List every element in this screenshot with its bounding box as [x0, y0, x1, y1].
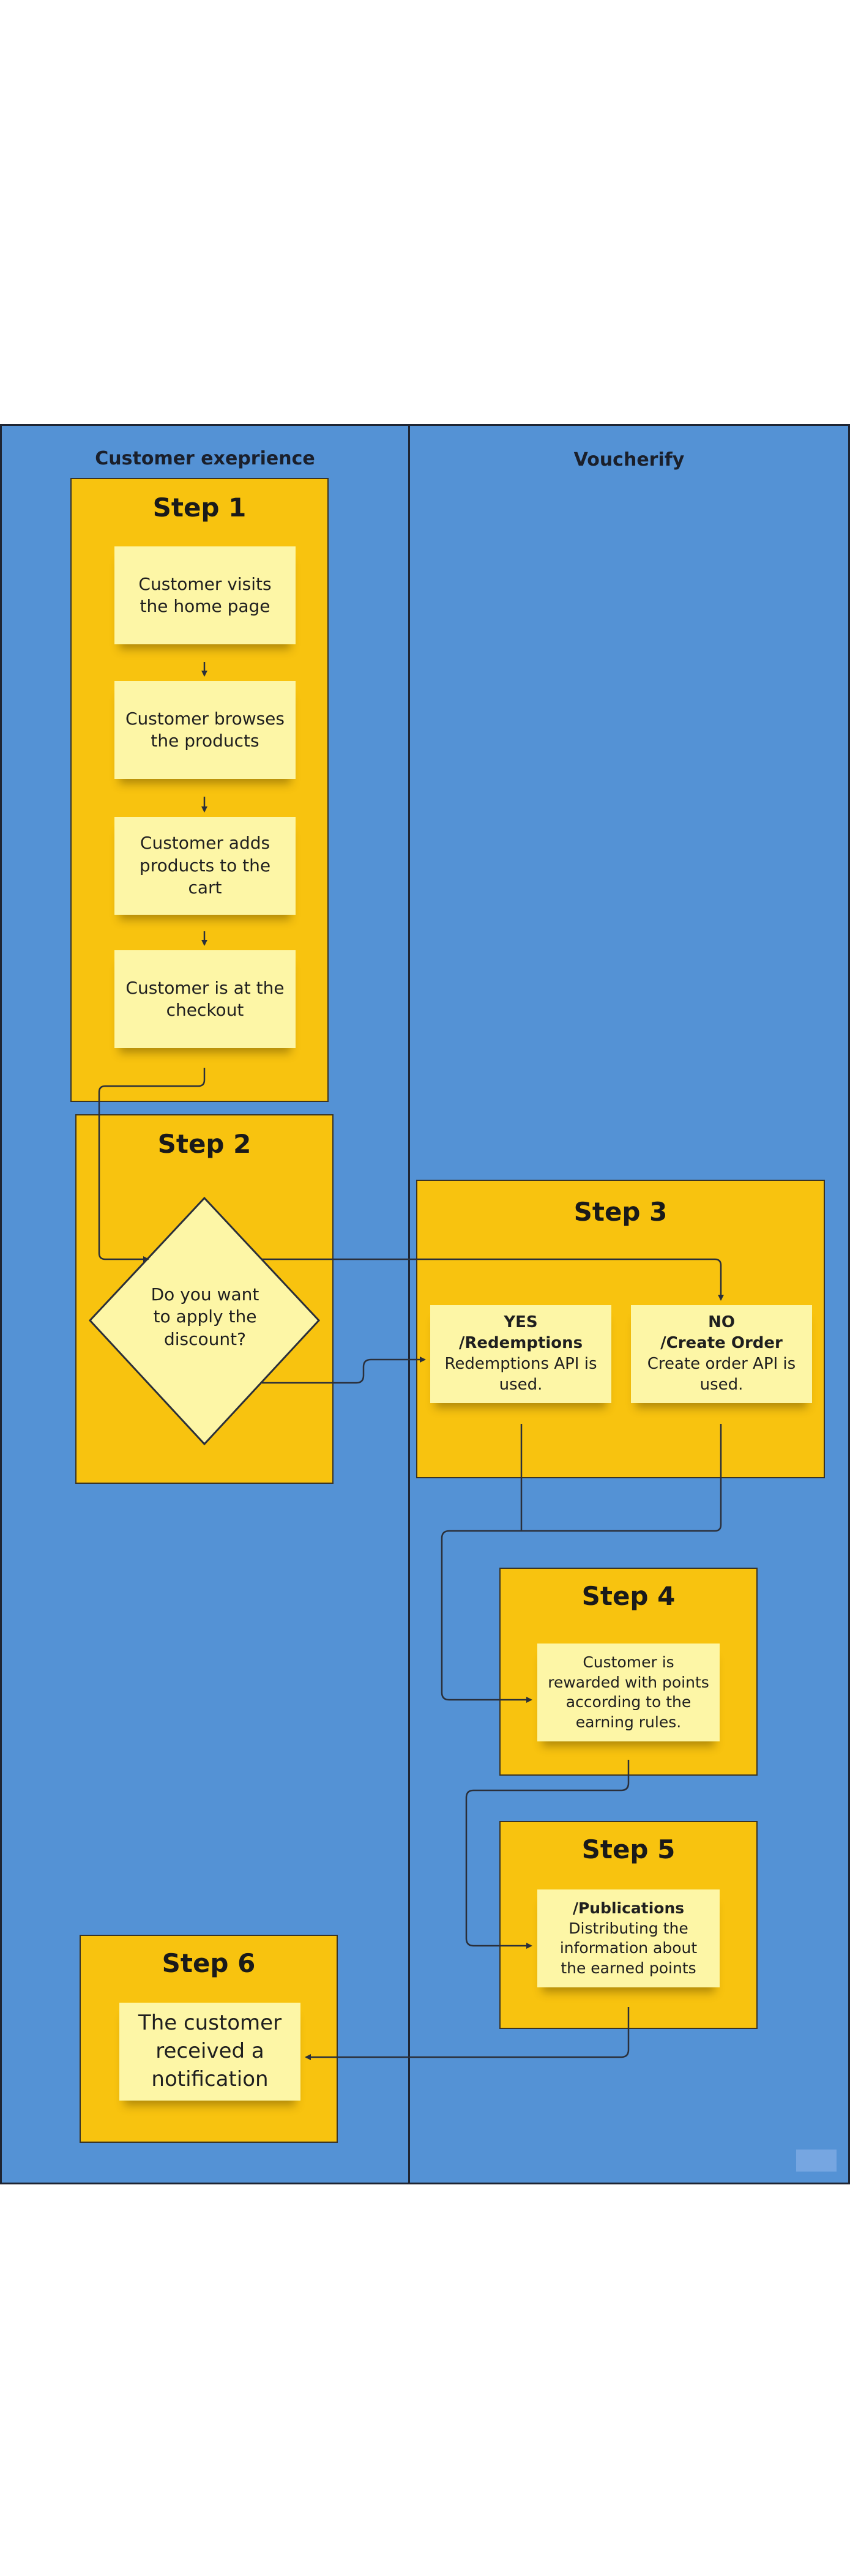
step-6-title: Step 6	[162, 1948, 256, 1978]
step-5-title: Step 5	[581, 1834, 676, 1864]
step-6-note-notification: The customer received a notification	[119, 2003, 300, 2101]
lane-title-voucherify: Voucherify	[573, 449, 685, 471]
step-1-title: Step 1	[152, 493, 247, 523]
arrow-decision-to-no	[262, 1258, 724, 1301]
step-3-title: Step 3	[573, 1197, 668, 1227]
decision-label: Do you want to apply the discount?	[151, 1284, 259, 1349]
step-1-note-visit: Customer visits the home page	[114, 546, 296, 644]
arrow-step4-to-step5	[465, 1760, 630, 1949]
step-3-no-note: NO /Create Order Create order API is use…	[631, 1305, 812, 1403]
step-4-note-reward: Customer is rewarded with points accordi…	[537, 1644, 720, 1741]
step-3-yes-note: YES /Redemptions Redemptions API is used…	[430, 1305, 611, 1403]
step-2-title: Step 2	[157, 1129, 252, 1159]
lane-title-customer: Customer exeprience	[95, 448, 315, 469]
line-no-to-merge	[441, 1424, 722, 1703]
step-5-note-publications: /Publications Distributing the informati…	[537, 1889, 720, 1987]
arrow-step5-to-step6	[305, 2007, 630, 2060]
arrow-checkout-to-decision	[98, 1068, 206, 1262]
step-1-note-cart: Customer adds products to the cart	[114, 817, 296, 915]
step-1-note-browse: Customer browses the products	[114, 681, 296, 779]
step-1-note-checkout: Customer is at the checkout	[114, 950, 296, 1048]
watermark-tile	[796, 2150, 837, 2172]
arrow-decision-to-yes	[262, 1357, 426, 1384]
step-4-title: Step 4	[581, 1581, 676, 1611]
